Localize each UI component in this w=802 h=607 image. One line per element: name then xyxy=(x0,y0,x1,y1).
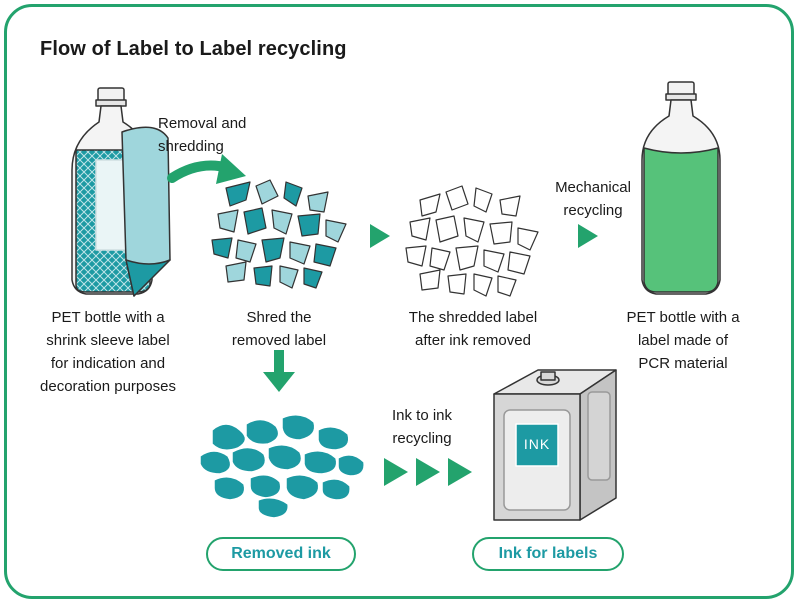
flow-arrow-icon xyxy=(578,224,598,248)
ink-can-icon xyxy=(493,369,617,521)
ink-can-text: INK xyxy=(523,436,551,452)
ink-for-labels-pill: Ink for labels xyxy=(472,537,624,571)
shredded-clean-label-icon xyxy=(405,185,539,297)
diagram-title: Flow of Label to Label recycling xyxy=(40,38,347,60)
down-arrow-icon xyxy=(263,350,295,392)
pet-bottle-sleeve-icon xyxy=(71,87,171,297)
ink-flow-arrows-icon xyxy=(384,458,472,486)
removed-ink-pill: Removed ink xyxy=(206,537,356,571)
diagram-frame xyxy=(4,4,794,599)
removed-ink-icon xyxy=(199,414,365,519)
pet-bottle-pcr-icon xyxy=(641,81,721,295)
flow-arrow-icon xyxy=(370,224,390,248)
shredded-label-icon xyxy=(211,179,347,289)
removal-arrow-icon xyxy=(167,154,246,184)
